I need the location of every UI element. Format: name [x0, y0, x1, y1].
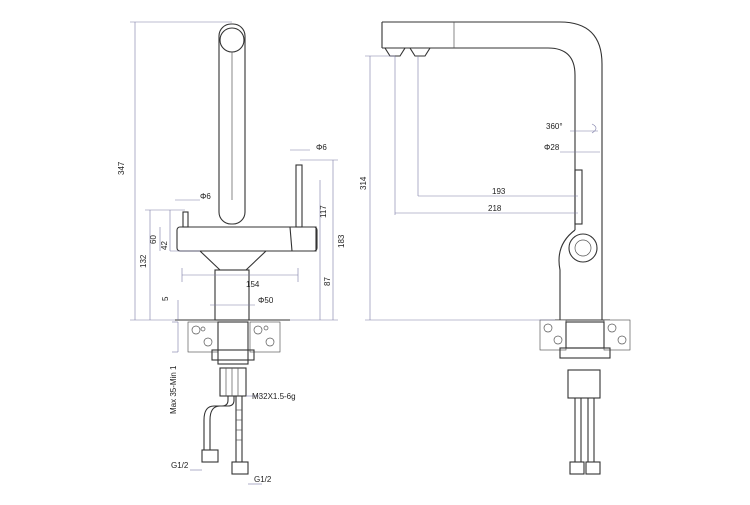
hose-left-fitting [201, 449, 219, 463]
spout-outer [382, 21, 603, 320]
spout-head [219, 27, 245, 53]
mixer-body [176, 226, 318, 252]
left-view: 347 Φ6 Φ6 60 42 132 117 183 87 154 Φ50 5… [117, 21, 346, 485]
threaded-shank [217, 321, 249, 365]
front-shank [565, 321, 605, 349]
nut-ridges [225, 368, 239, 396]
dim-overall-height: 347 [117, 161, 126, 175]
dim-thread: M32X1.5-6g [252, 392, 296, 401]
front-hatch-pattern [543, 323, 627, 345]
dim-87: 87 [323, 277, 332, 286]
dim-42: 42 [160, 241, 169, 250]
dim-60: 60 [149, 235, 158, 244]
small-lever [182, 211, 189, 228]
front-nut [559, 347, 611, 359]
mixer-body-lower [199, 250, 267, 271]
left-dimension-lines [130, 21, 338, 485]
deck-hatch-pattern [191, 325, 275, 347]
handle-cap [289, 226, 317, 252]
dim-d-28: Φ28 [544, 143, 560, 152]
spray-nozzle-2 [409, 47, 431, 57]
right-view: 314 360° Φ28 193 218 [359, 21, 631, 475]
right-dimension-lines [365, 55, 600, 321]
hose-left-inner [209, 396, 235, 450]
dim-154: 154 [246, 280, 260, 289]
front-deck-left [539, 319, 567, 351]
hose-left [203, 396, 229, 450]
spout-inner [382, 47, 576, 230]
dim-183: 183 [337, 234, 346, 248]
dim-d-lever: Φ6 [200, 192, 211, 201]
base-stem [214, 269, 250, 321]
dim-total-height: 314 [359, 176, 368, 190]
dim-rotation: 360° [546, 122, 563, 131]
dim-d-base: Φ50 [258, 296, 274, 305]
dim-hose-right: G1/2 [254, 475, 272, 484]
dim-reach-193: 193 [492, 187, 506, 196]
spout-column [218, 23, 246, 225]
dim-hose-left: G1/2 [171, 461, 189, 470]
deck-left-block [187, 321, 219, 353]
side-lever [295, 164, 303, 228]
front-lower-nut [567, 369, 601, 399]
hose-right-fitting [231, 461, 249, 475]
dim-117: 117 [319, 205, 328, 218]
front-lever [574, 169, 583, 225]
rotation-arc [591, 123, 597, 134]
front-fitting-2 [585, 461, 601, 475]
hose-ticks [236, 409, 242, 441]
handle-knob-inner [574, 239, 592, 257]
handle-knob [568, 233, 598, 263]
lower-nut [219, 367, 247, 397]
dim-deck-thickness: Max 35-Min 1 [169, 365, 178, 414]
dim-d-spout: Φ6 [316, 143, 327, 152]
dim-reach-218: 218 [488, 204, 502, 213]
front-fitting-1 [569, 461, 585, 475]
front-deck-right [603, 319, 631, 351]
spray-nozzle-1 [384, 47, 406, 57]
dim-5: 5 [161, 296, 170, 301]
nut [211, 349, 255, 361]
front-body-left [558, 229, 576, 320]
dim-132: 132 [139, 254, 148, 268]
